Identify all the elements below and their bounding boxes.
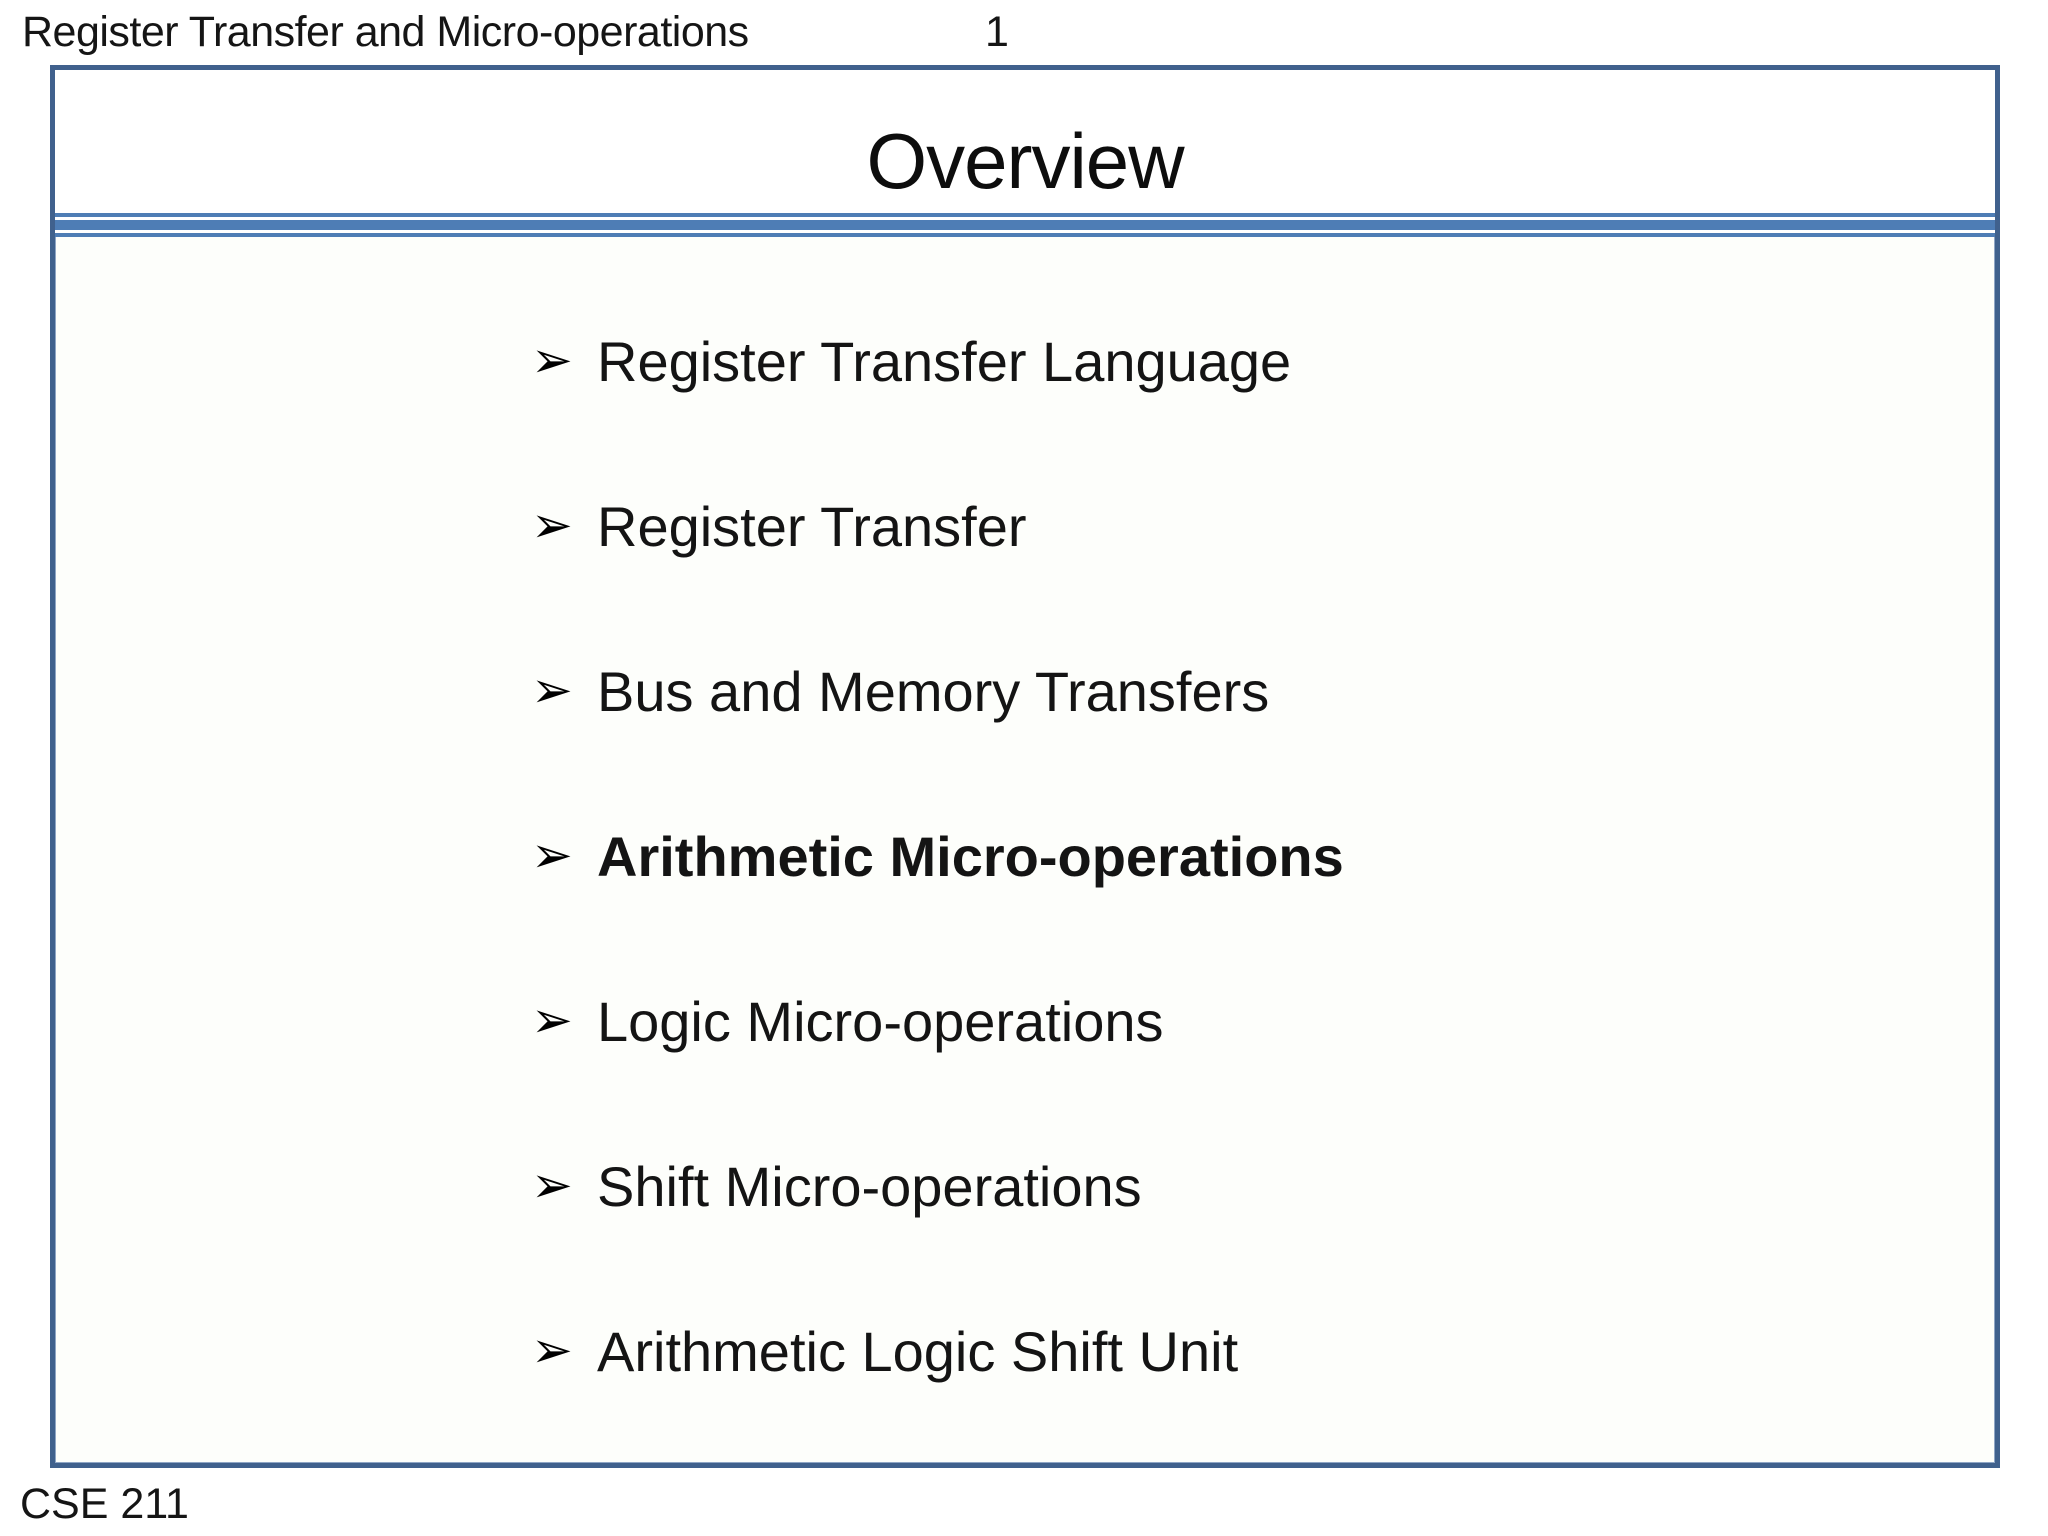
bullet-label: Register Transfer: [597, 495, 1027, 558]
separator-gap: [55, 230, 1995, 233]
bullet-label: Arithmetic Micro-operations: [597, 825, 1344, 888]
bullet-item: ➢ Bus and Memory Transfers: [531, 609, 1995, 774]
separator-band: [55, 220, 1995, 230]
slide-title: Overview: [866, 117, 1184, 205]
separator-line-bottom: [55, 233, 1995, 237]
header-title: Register Transfer and Micro-operations: [22, 8, 749, 56]
slide: Overview ➢ Register Transfer Language ➢ …: [50, 65, 2000, 1468]
bullet-item: ➢ Register Transfer Language: [531, 279, 1995, 444]
arrowhead-bullet-icon: ➢: [531, 1156, 573, 1213]
separator-line-top: [55, 213, 1995, 217]
separator-gap: [55, 217, 1995, 220]
bullet-label: Register Transfer Language: [597, 330, 1292, 393]
arrowhead-bullet-icon: ➢: [531, 331, 573, 388]
arrowhead-bullet-icon: ➢: [531, 826, 573, 883]
bullet-item: ➢ Shift Micro-operations: [531, 1104, 1995, 1269]
bullet-label: Bus and Memory Transfers: [597, 660, 1270, 723]
bullet-item: ➢ Register Transfer: [531, 444, 1995, 609]
page-number: 1: [985, 8, 1009, 56]
arrowhead-bullet-icon: ➢: [531, 1321, 573, 1378]
bullet-label: Logic Micro-operations: [597, 990, 1164, 1053]
bullet-item: ➢ Arithmetic Micro-operations: [531, 774, 1995, 939]
arrowhead-bullet-icon: ➢: [531, 991, 573, 1048]
bullet-item: ➢ Logic Micro-operations: [531, 939, 1995, 1104]
bullet-list: ➢ Register Transfer Language ➢ Register …: [55, 279, 1995, 1434]
bullet-label: Arithmetic Logic Shift Unit: [597, 1320, 1239, 1383]
footer-course-code: CSE 211: [20, 1480, 189, 1528]
bullet-label: Shift Micro-operations: [597, 1155, 1142, 1218]
bullet-item: ➢ Arithmetic Logic Shift Unit: [531, 1269, 1995, 1434]
title-separator: [55, 213, 1995, 237]
slide-title-area: Overview: [55, 70, 1995, 213]
arrowhead-bullet-icon: ➢: [531, 661, 573, 718]
arrowhead-bullet-icon: ➢: [531, 496, 573, 553]
slide-content: ➢ Register Transfer Language ➢ Register …: [55, 279, 1995, 1434]
